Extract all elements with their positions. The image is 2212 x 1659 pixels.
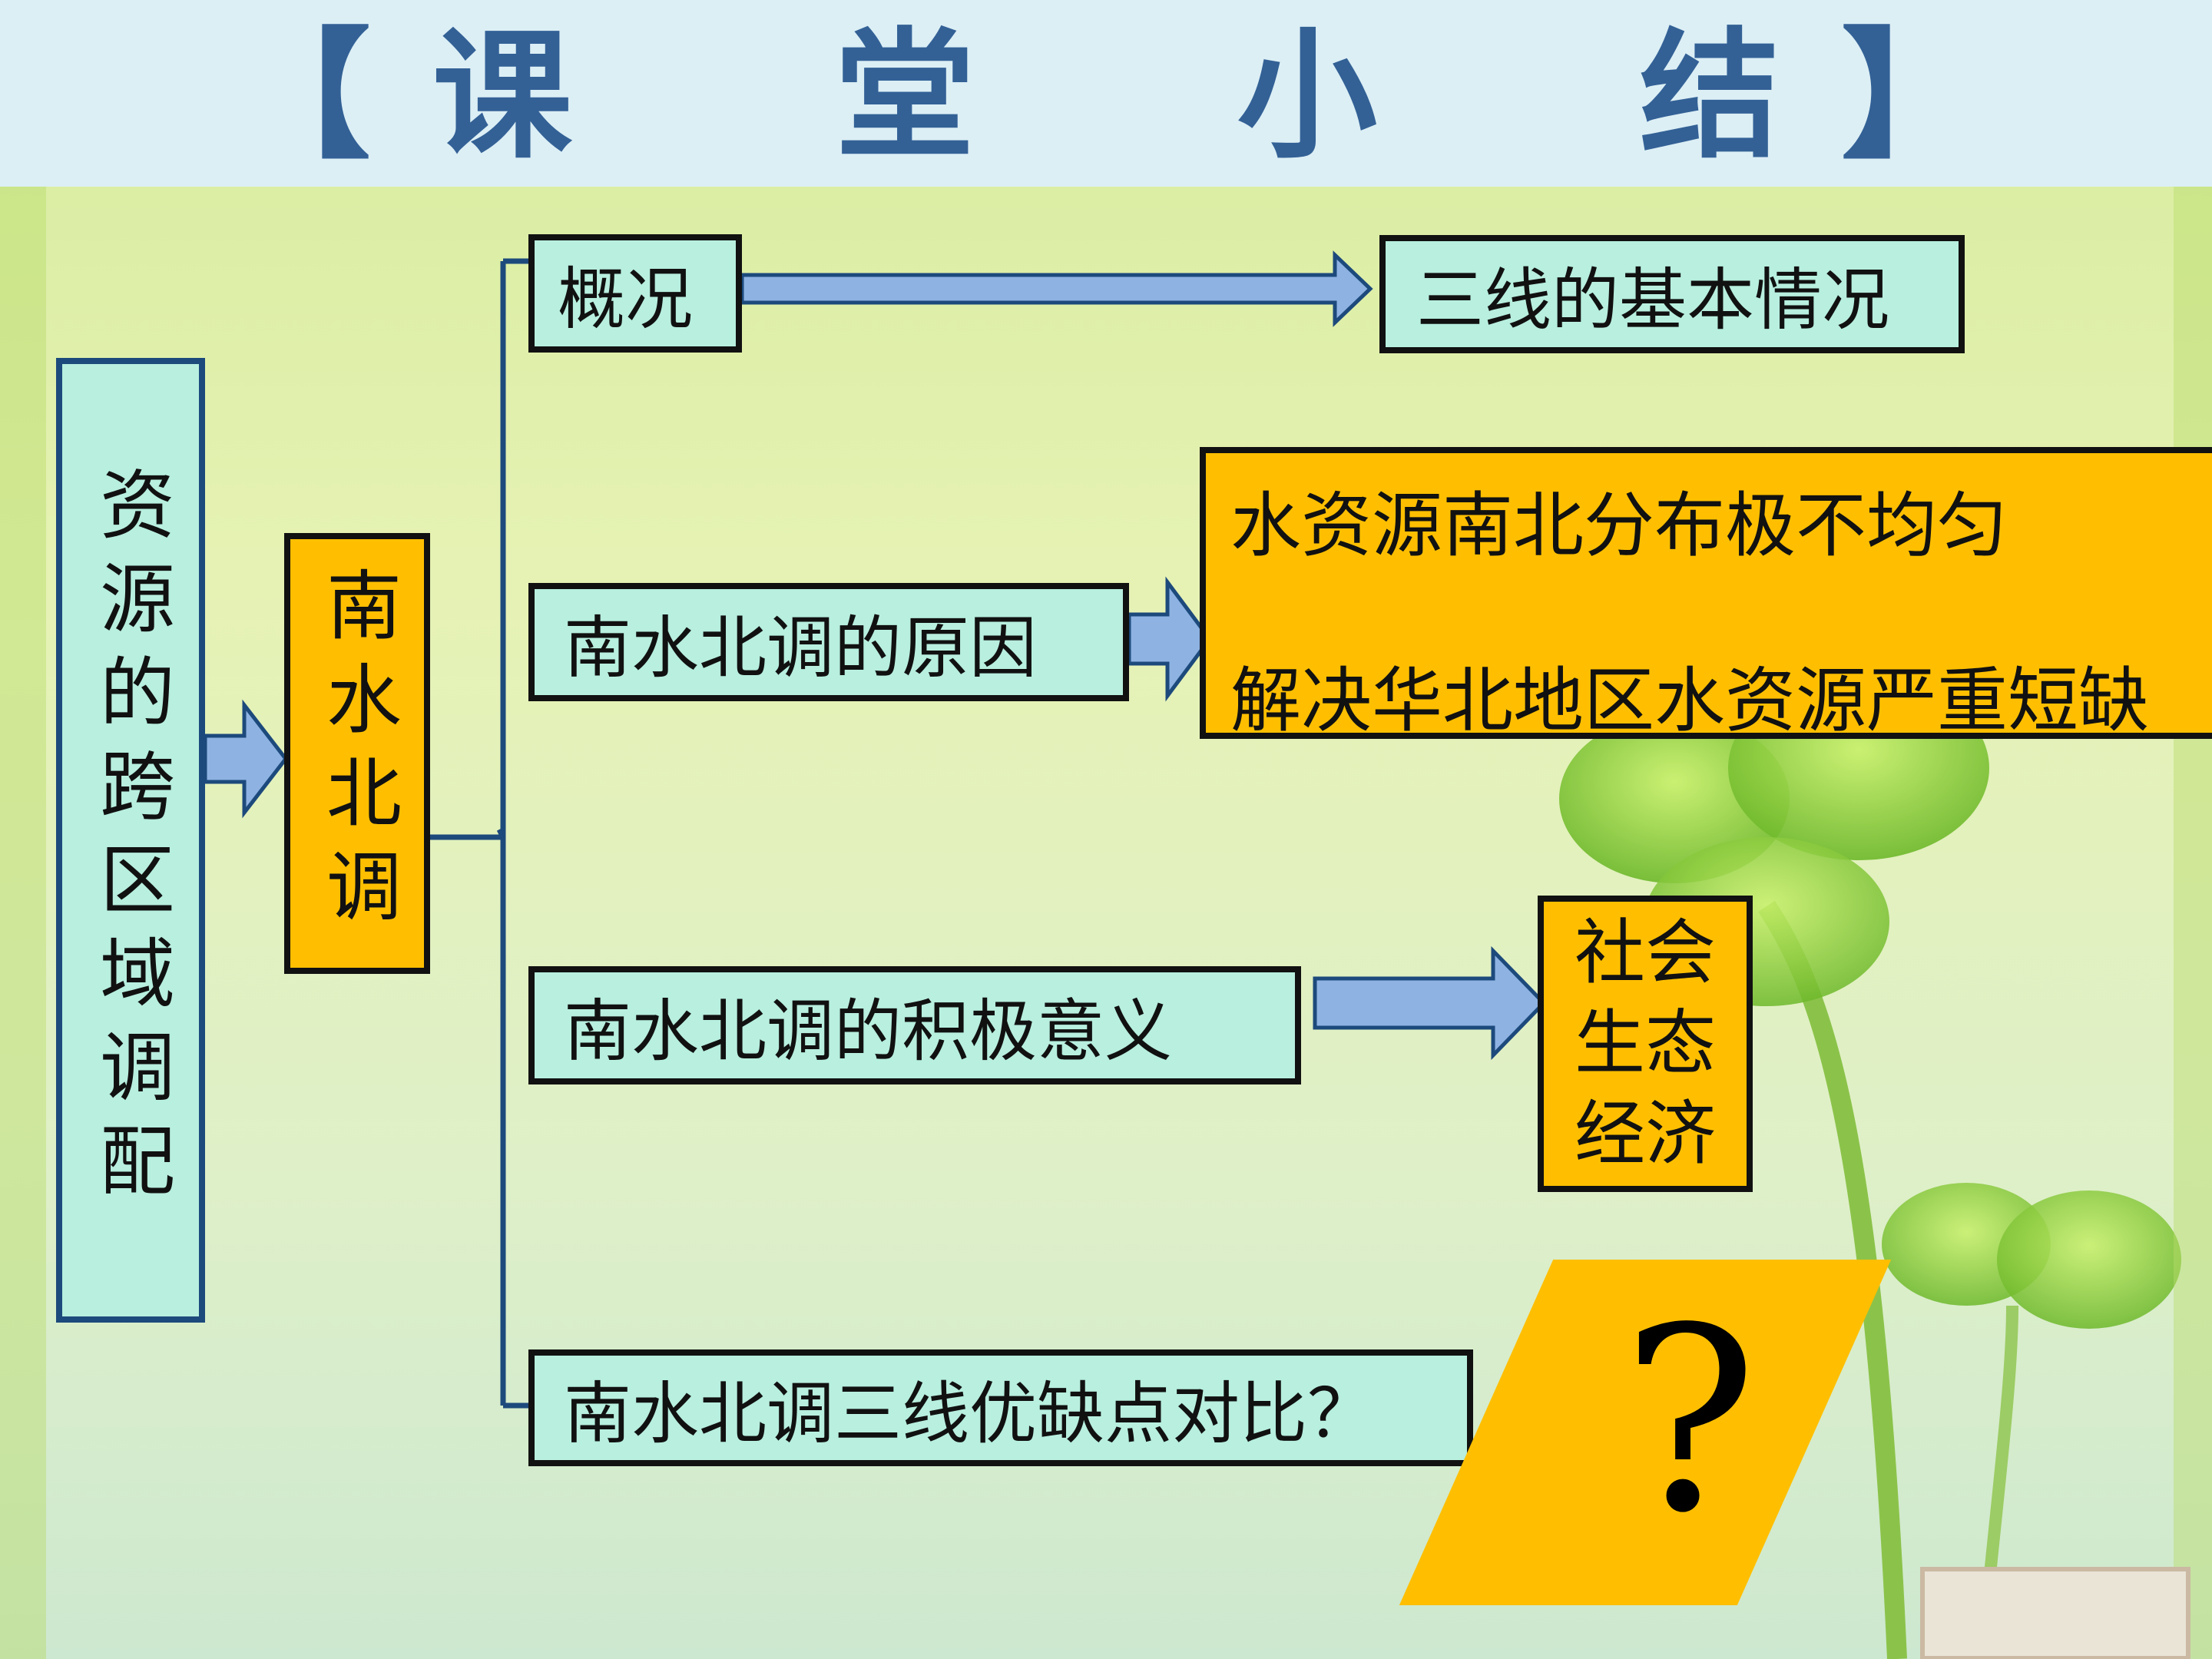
- arrow-overview-to-lines: [740, 250, 1373, 327]
- node-south-north-water-label: 南水北调: [313, 566, 401, 941]
- node-reason: 南水北调的原因: [528, 583, 1129, 701]
- node-reason-label: 南水北调的原因: [564, 608, 1038, 687]
- node-overview-label: 概况: [558, 259, 694, 339]
- node-three-lines-label: 三线的基本情况: [1416, 260, 1890, 339]
- node-benefits: 社会 生态 经济: [1538, 896, 1753, 1192]
- node-reason-detail: 水资源南北分布极不均匀 解决华北地区水资源严重短缺: [1200, 447, 2212, 742]
- reason-detail-line: 解决华北地区水资源严重短缺: [1230, 660, 2150, 742]
- node-three-lines: 三线的基本情况: [1379, 235, 1965, 353]
- benefit-item: 经济: [1574, 1093, 1716, 1175]
- node-south-north-water: 南水北调: [284, 533, 430, 974]
- node-compare: 南水北调三线优缺点对比？: [528, 1349, 1473, 1466]
- reason-detail-line: 水资源南北分布极不均匀: [1230, 485, 2008, 567]
- arrow-main-to-nsbd: [203, 699, 289, 819]
- benefit-item: 社会: [1574, 912, 1716, 994]
- node-resource-allocation: 资源的跨区域调配: [56, 358, 205, 1323]
- logo-stamp: [1920, 1567, 2190, 1659]
- arrow-significance-to-benefits: [1313, 945, 1547, 1061]
- slide-title: 【课 堂 小 结】: [231, 15, 2042, 177]
- node-significance: 南水北调的积极意义: [528, 966, 1301, 1084]
- question-mark: ?: [1621, 1273, 1758, 1568]
- node-compare-label: 南水北调三线优缺点对比？: [564, 1373, 1376, 1453]
- node-resource-allocation-label: 资源的跨区域调配: [87, 465, 174, 1215]
- branch-connector: [430, 258, 538, 1409]
- benefit-item: 生态: [1574, 1002, 1716, 1084]
- node-significance-label: 南水北调的积极意义: [564, 991, 1173, 1071]
- arrow-reason-to-detail: [1127, 576, 1213, 702]
- node-overview: 概况: [528, 234, 742, 353]
- title-bar: [0, 0, 2212, 187]
